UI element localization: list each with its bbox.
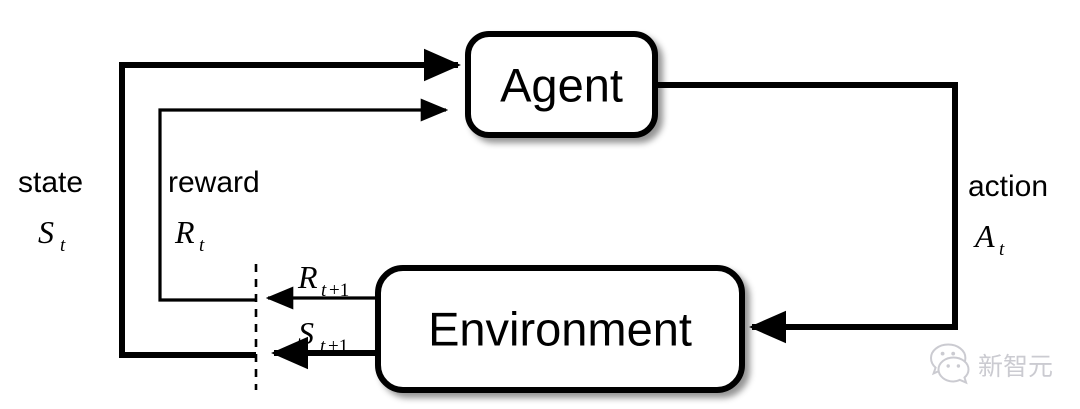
state-symbol: S [38, 214, 54, 250]
next-reward-sub-var: t [321, 280, 327, 301]
watermark: 新智元 [929, 343, 1053, 385]
state-label: state [18, 166, 83, 199]
reward-symbol-subscript: t [199, 235, 205, 256]
environment-label: Environment [428, 303, 692, 356]
agent-label: Agent [500, 59, 623, 112]
next-state-sub-num: +1 [328, 336, 348, 357]
environment-box [375, 265, 745, 393]
wechat-icon [929, 343, 970, 385]
reward-symbol-group: R t [174, 214, 205, 256]
next-reward-symbol-group: R t +1 [297, 259, 349, 301]
next-state-sub-var: t [320, 336, 326, 357]
state-symbol-group: S t [38, 214, 66, 256]
next-reward-sub-num: +1 [329, 280, 349, 301]
state-symbol-subscript: t [60, 235, 66, 256]
action-label: action [968, 170, 1048, 203]
next-state-symbol: S [298, 315, 314, 351]
action-edge-path [655, 82, 958, 344]
action-symbol: A [973, 218, 995, 254]
action-symbol-group: A t [973, 218, 1005, 260]
reward-symbol: R [174, 214, 195, 250]
watermark-text: 新智元 [978, 352, 1053, 381]
state-edge-path [119, 48, 461, 358]
next-state-symbol-group: S t +1 [298, 315, 348, 357]
agent-box [465, 31, 658, 138]
action-symbol-subscript: t [999, 239, 1005, 260]
reward-label: reward [168, 166, 260, 199]
agent-node[interactable]: Agent [465, 31, 658, 138]
reward-edge-path [158, 98, 449, 302]
environment-node[interactable]: Environment [375, 265, 745, 393]
next-reward-symbol: R [297, 259, 318, 295]
